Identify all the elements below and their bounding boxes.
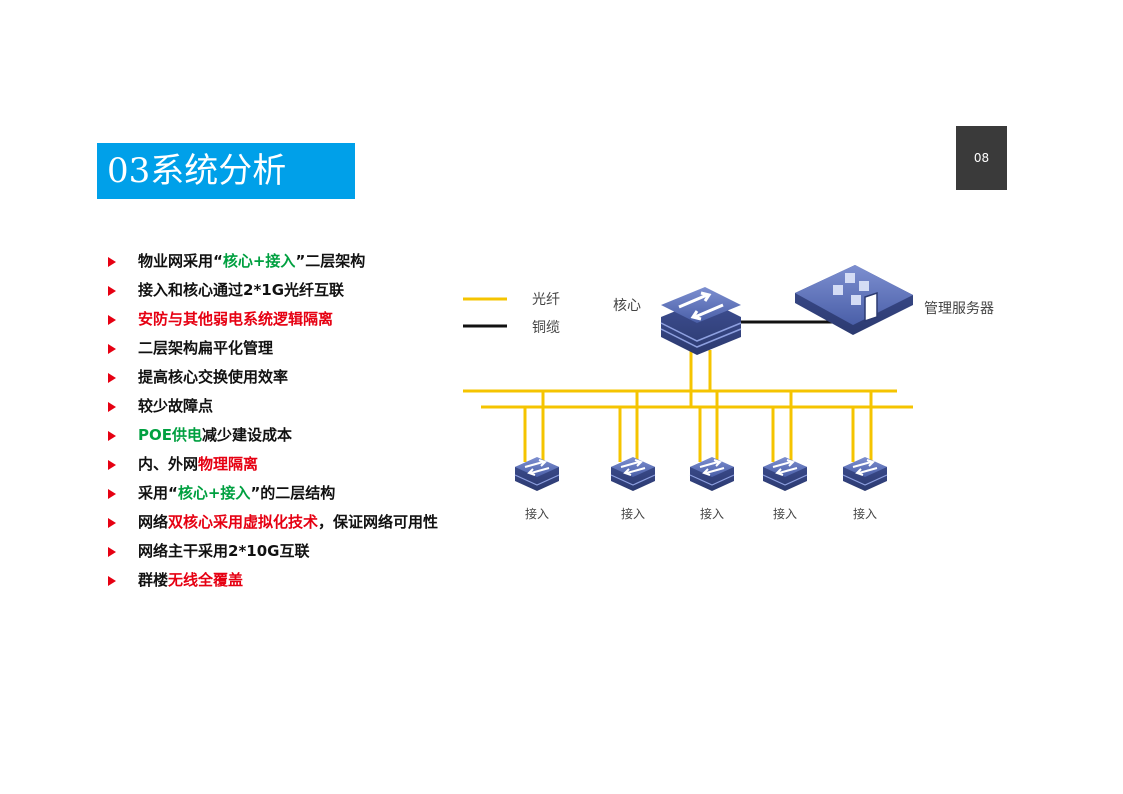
bullet-arrow-icon xyxy=(108,575,116,586)
bullet-text: 提高核心交换使用效率 xyxy=(138,368,289,386)
access-label: 接入 xyxy=(773,506,797,521)
access-switch-icon xyxy=(514,457,560,491)
highlighted-text: 双核心采用虚拟化技术 xyxy=(168,513,319,531)
bullet-item: 接入和核心通过2*1G光纤互联 xyxy=(104,276,438,305)
access-label: 接入 xyxy=(853,506,877,521)
bullet-item: 采用“核心+接入”的二层结构 xyxy=(104,479,438,508)
core-label: 核心 xyxy=(613,298,641,314)
bullet-item: 提高核心交换使用效率 xyxy=(104,363,438,392)
management-server-icon xyxy=(795,265,913,335)
access-switch-icon xyxy=(842,457,888,491)
bullet-arrow-icon xyxy=(108,285,116,296)
access-label: 接入 xyxy=(525,506,549,521)
access-switch-icon xyxy=(689,457,735,491)
bullet-text: 较少故障点 xyxy=(138,397,214,415)
bullet-item: 内、外网物理隔离 xyxy=(104,450,438,479)
access-switch-group: 接入 接入 接入 接入 接入 xyxy=(514,457,888,521)
bullet-arrow-icon xyxy=(108,430,116,441)
access-switch-icon xyxy=(610,457,656,491)
bullet-text: 二层架构扁平化管理 xyxy=(138,339,274,357)
highlighted-text: POE供电 xyxy=(138,426,202,444)
bullet-item: 二层架构扁平化管理 xyxy=(104,334,438,363)
bullet-text: 内、外网 xyxy=(138,455,199,473)
network-topology-diagram: 光纤 铜缆 核心 xyxy=(463,265,994,521)
bullet-item: 群楼无线全覆盖 xyxy=(104,566,438,595)
bullet-arrow-icon xyxy=(108,372,116,383)
bullet-list: 物业网采用“核心+接入”二层架构接入和核心通过2*1G光纤互联安防与其他弱电系统… xyxy=(104,247,438,595)
bullet-text: 采用“ xyxy=(138,484,178,502)
highlighted-text: 物理隔离 xyxy=(198,455,259,473)
bullet-arrow-icon xyxy=(108,546,116,557)
bullet-text: 接入和核心通过2*1G光纤互联 xyxy=(138,281,345,299)
highlighted-text: 核心+接入 xyxy=(177,484,251,502)
section-title-banner: 03系统分析 xyxy=(97,143,355,199)
legend-copper-label: 铜缆 xyxy=(532,320,560,336)
bullet-text: ，保证网络可用性 xyxy=(318,513,439,531)
bullet-item: 网络主干采用2*10G互联 xyxy=(104,537,438,566)
bullet-item: 网络双核心采用虚拟化技术，保证网络可用性 xyxy=(104,508,438,537)
bullet-text: 群楼 xyxy=(138,571,169,589)
legend-fiber-label: 光纤 xyxy=(532,292,560,308)
server-label: 管理服务器 xyxy=(924,301,994,317)
bullet-text: 网络主干采用2*10G互联 xyxy=(138,542,310,560)
bullet-text: ”二层架构 xyxy=(295,252,366,270)
highlighted-text: 无线全覆盖 xyxy=(168,571,244,589)
bullet-arrow-icon xyxy=(108,314,116,325)
bullet-arrow-icon xyxy=(108,488,116,499)
bullet-text: 物业网采用“ xyxy=(138,252,223,270)
access-label: 接入 xyxy=(621,506,645,521)
page-number-badge: 08 xyxy=(956,126,1007,190)
bullet-item: POE供电减少建设成本 xyxy=(104,421,438,450)
highlighted-text: 核心+接入 xyxy=(222,252,296,270)
bullet-arrow-icon xyxy=(108,401,116,412)
bullet-text: 网络 xyxy=(138,513,169,531)
bullet-text: ”的二层结构 xyxy=(250,484,336,502)
core-uplinks xyxy=(689,350,712,407)
bullet-arrow-icon xyxy=(108,517,116,528)
core-switch-icon xyxy=(660,287,742,355)
bullet-text: 减少建设成本 xyxy=(202,426,293,444)
bullet-item: 安防与其他弱电系统逻辑隔离 xyxy=(104,305,438,334)
bullet-arrow-icon xyxy=(108,343,116,354)
access-drops xyxy=(523,391,873,462)
bullet-arrow-icon xyxy=(108,459,116,470)
access-label: 接入 xyxy=(700,506,724,521)
bullet-arrow-icon xyxy=(108,256,116,267)
access-switch-icon xyxy=(762,457,808,491)
section-title: 03系统分析 xyxy=(107,151,287,191)
bullet-item: 物业网采用“核心+接入”二层架构 xyxy=(104,247,438,276)
bullet-item: 较少故障点 xyxy=(104,392,438,421)
highlighted-text: 安防与其他弱电系统逻辑隔离 xyxy=(138,310,334,328)
legend: 光纤 铜缆 xyxy=(463,292,560,336)
